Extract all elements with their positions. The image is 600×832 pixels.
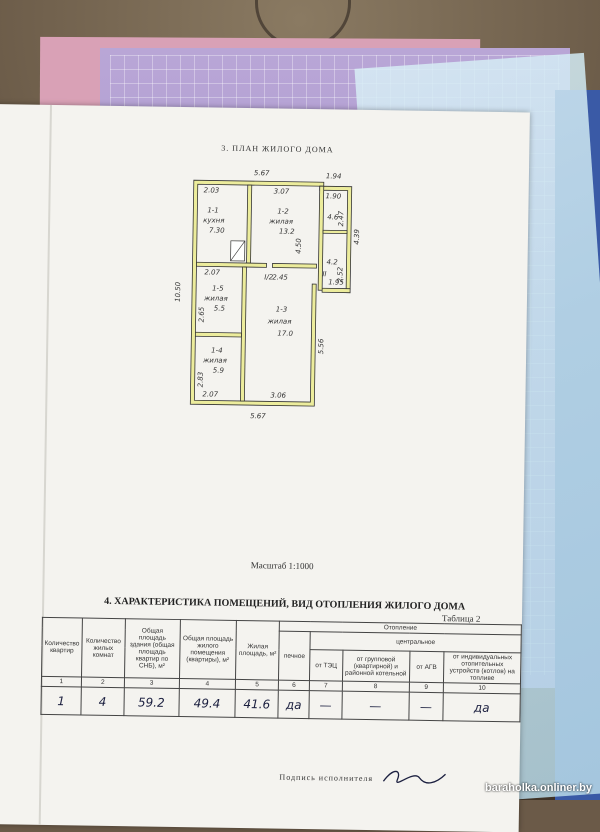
header-cell: печное bbox=[278, 631, 311, 681]
cell: да bbox=[278, 690, 310, 719]
room-name: жилая bbox=[203, 294, 228, 302]
dim-label: 4.50 bbox=[295, 238, 303, 254]
header-cell: Количество жилых комнат bbox=[81, 618, 126, 678]
wall-inner-1 bbox=[246, 184, 253, 264]
room-id: 1-1 bbox=[207, 206, 219, 214]
document-page: 3. ПЛАН ЖИЛОГО ДОМА 5.67 5.67 10.50 1.94… bbox=[0, 104, 530, 832]
header-cell: от групповой (квартирной) и районной кот… bbox=[342, 650, 410, 683]
col-number: 7 bbox=[309, 680, 343, 692]
dim-label: 2.83 bbox=[197, 372, 205, 388]
cell: 49.4 bbox=[178, 688, 236, 718]
dim-label: 4.2 bbox=[326, 258, 338, 266]
dim-label: 2.47 bbox=[337, 210, 345, 226]
wall-inner-6 bbox=[194, 331, 242, 338]
room-area: 13.2 bbox=[279, 228, 295, 236]
col-number: 2 bbox=[81, 677, 125, 688]
wall-inner-3 bbox=[196, 261, 267, 268]
room-name: кухня bbox=[203, 216, 224, 224]
cell: — bbox=[308, 690, 343, 720]
cell: да bbox=[443, 692, 521, 722]
dim-label: I/2 bbox=[264, 273, 274, 281]
cell: 59.2 bbox=[123, 687, 179, 717]
dim-left: 10.50 bbox=[174, 281, 182, 302]
header-cell: Количество квартир bbox=[41, 617, 83, 678]
room-name: жилая bbox=[202, 356, 227, 364]
header-cell: от ТЭЦ bbox=[309, 649, 343, 682]
wall-right-bottom bbox=[321, 287, 351, 294]
table-number: Таблица 2 bbox=[441, 613, 481, 624]
room-name: жилая bbox=[268, 217, 293, 225]
room-area: 5.9 bbox=[213, 367, 225, 375]
page-fold bbox=[38, 104, 52, 825]
dim-label: 3.06 bbox=[270, 391, 286, 399]
header-cell: Общая площадь здания (общая площадь квар… bbox=[124, 618, 180, 679]
cell: 4 bbox=[80, 687, 125, 716]
header-cell: от индивидуальных отопительных устройств… bbox=[443, 651, 521, 684]
characteristics-table: Количество квартир Количество жилых комн… bbox=[40, 617, 522, 723]
col-number: 9 bbox=[408, 682, 444, 693]
room-name: жилая bbox=[267, 317, 292, 325]
wall-outer bbox=[189, 179, 325, 407]
room-id: 1-2 bbox=[277, 208, 289, 216]
header-cell: от АГВ bbox=[408, 651, 445, 683]
col-number: 5 bbox=[235, 679, 279, 691]
dim-right-lower: 5.56 bbox=[317, 338, 325, 354]
dim-label: 2.07 bbox=[204, 268, 220, 276]
room-area: 17.0 bbox=[277, 330, 293, 338]
cell: 41.6 bbox=[235, 689, 279, 719]
wall-inner-7 bbox=[322, 229, 348, 235]
dim-label: 3.07 bbox=[274, 187, 290, 195]
dim-label: 2.03 bbox=[204, 186, 220, 194]
room-area: 7.30 bbox=[209, 226, 225, 234]
dim-label: 4.6 bbox=[327, 213, 339, 221]
room-id: 1-5 bbox=[212, 285, 224, 293]
dim-bottom: 5.67 bbox=[250, 412, 266, 420]
col-number: 6 bbox=[278, 680, 310, 691]
watermark: baraholka.onliner.by bbox=[485, 782, 592, 794]
dim-right: 4.39 bbox=[353, 229, 361, 245]
plan-title: 3. ПЛАН ЖИЛОГО ДОМА bbox=[221, 143, 334, 155]
cell: 1 bbox=[40, 686, 82, 716]
dim-label: 2.65 bbox=[198, 306, 206, 322]
header-cell: Общая площадь жилого помещения (квартиры… bbox=[179, 619, 237, 680]
floor-plan: 5.67 5.67 10.50 1.94 4.39 5.56 2.03 3.07… bbox=[174, 169, 361, 420]
header-cell: Жилая площадь, м² bbox=[235, 620, 280, 681]
cell: — bbox=[341, 691, 409, 721]
dim-label: 2.45 bbox=[272, 273, 288, 281]
scale-label: Масштаб 1:1000 bbox=[250, 560, 314, 572]
dim-label: 1.95 bbox=[328, 278, 344, 286]
room-area: 5.5 bbox=[214, 305, 226, 313]
col-number: 1 bbox=[41, 676, 82, 688]
dim-label: 1.90 bbox=[326, 192, 342, 200]
room-id: 1-4 bbox=[211, 347, 223, 355]
signature-label: Подпись исполнителя bbox=[279, 772, 374, 784]
dim-label: II bbox=[322, 270, 326, 278]
cell: — bbox=[408, 692, 444, 721]
signature bbox=[382, 770, 446, 784]
dim-label: 2.07 bbox=[202, 390, 218, 398]
dim-label: 2.52 bbox=[336, 266, 344, 282]
wall-inner-2 bbox=[317, 185, 325, 291]
room-id: 1-3 bbox=[276, 306, 288, 314]
dim-right-top: 1.94 bbox=[326, 172, 342, 180]
dim-top: 5.67 bbox=[254, 169, 270, 177]
table-title: 4. ХАРАКТЕРИСТИКА ПОМЕЩЕНИЙ, ВИД ОТОПЛЕН… bbox=[104, 595, 466, 613]
wall-inner-4 bbox=[272, 263, 317, 269]
